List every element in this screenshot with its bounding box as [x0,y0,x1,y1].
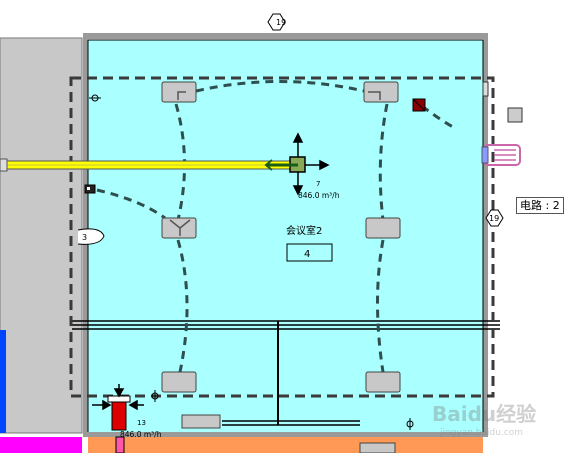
diffuser-bottom-right[interactable] [365,371,401,393]
duct-end-cap [0,158,8,172]
wall-top [83,33,488,39]
equipment-box-bottom-right[interactable] [359,442,396,453]
coil-icon[interactable] [481,144,521,166]
left-room-blue[interactable] [0,330,6,433]
diffuser-mid-right[interactable] [365,217,401,239]
tag-upper-number: 7 [316,180,320,188]
bottom-left-room-magenta[interactable] [0,437,82,453]
sensor-icon[interactable] [84,184,96,194]
airflow-curves [96,80,456,373]
tag-lower-value: 846.0 m³/h [120,430,162,439]
room-number-label: 4 [304,249,310,260]
bottom-room-orange[interactable] [88,437,483,453]
left-marker[interactable] [77,228,105,245]
equipment-box-bottom[interactable] [181,414,221,429]
tag-lower-number: 13 [137,419,146,427]
room-name-label: 会议室2 [286,224,322,237]
thermostat-icon[interactable] [89,94,101,102]
move-arrows-icon[interactable] [292,132,330,196]
left-room-gray[interactable] [0,37,83,434]
valve-icon-left[interactable] [151,390,159,402]
room-number-box[interactable] [286,243,333,262]
circuit-tooltip: 电路 : 2 [516,197,564,214]
left-marker-label: 3 [82,233,87,242]
grid-bubble-right[interactable] [485,209,504,227]
grid-bubble-right-label: 19 [489,214,499,223]
right-equipment-square[interactable] [507,107,523,123]
diffuser-bottom-left[interactable] [161,371,197,393]
grid-bubble-top-label: 19 [276,18,286,27]
wall-bottom [83,432,488,437]
valve-icon-right[interactable] [406,418,414,430]
diffuser-mid-left[interactable] [161,217,197,239]
grid-bubble-top[interactable] [267,13,286,31]
right-wall-marker [482,81,489,97]
move-arrows-bottom-icon[interactable] [92,384,144,411]
tag-upper-value: 846.0 m³/h [298,191,340,200]
wall-right [483,33,488,437]
damper-icon[interactable] [412,98,426,112]
riser-magenta[interactable] [115,436,125,453]
diffuser-top-left[interactable] [161,81,197,103]
pipe-bottom[interactable] [222,420,360,426]
diffuser-top-right[interactable] [363,81,399,103]
pipe-horizontal-triple[interactable] [72,320,500,330]
zone-boundary-dashed[interactable] [69,76,495,398]
